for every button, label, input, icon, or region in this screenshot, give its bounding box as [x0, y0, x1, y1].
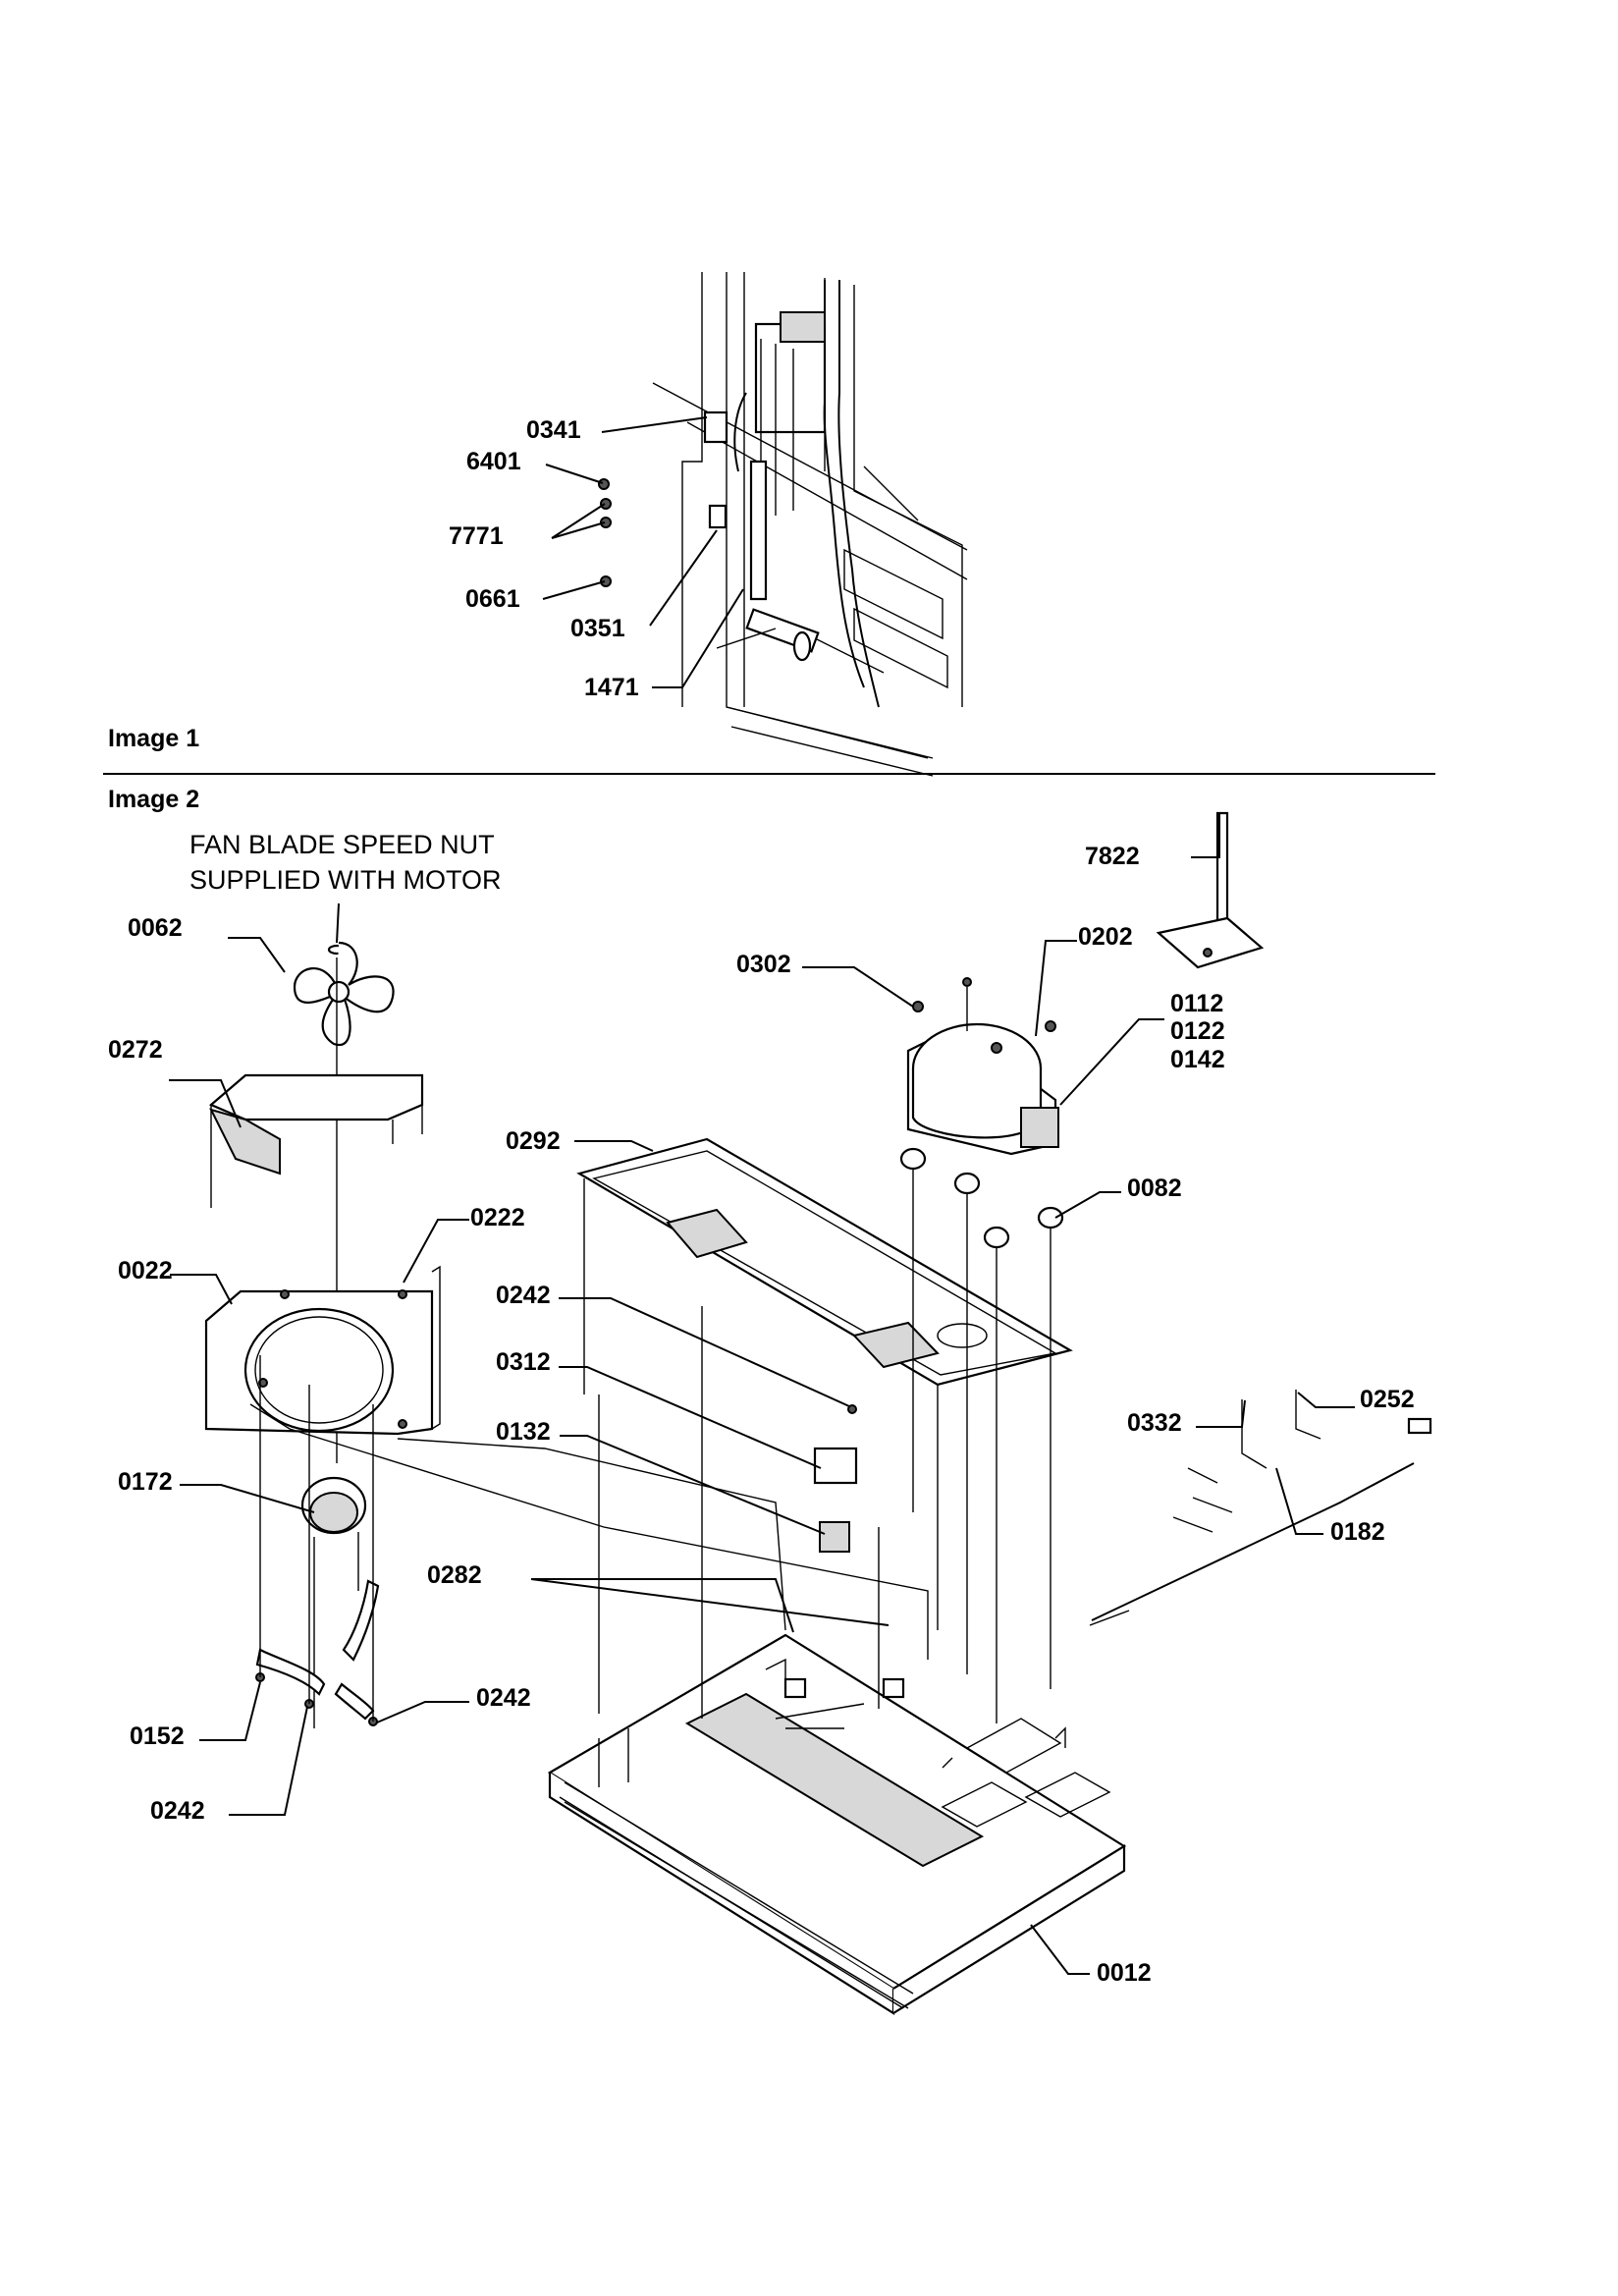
fan-bracket: [204, 1265, 441, 1436]
label-0351: 0351: [570, 615, 625, 642]
label-0242-right: 0242: [476, 1684, 531, 1712]
label-0252: 0252: [1360, 1386, 1415, 1413]
label-0062: 0062: [128, 914, 183, 942]
label-0242-center: 0242: [496, 1282, 551, 1309]
label-0172: 0172: [118, 1468, 173, 1496]
drain-pan: [576, 1137, 1073, 1630]
motor-brackets: [255, 1355, 380, 1726]
label-0152: 0152: [130, 1722, 185, 1750]
label-0202: 0202: [1078, 923, 1133, 951]
label-0242-left: 0242: [150, 1797, 205, 1825]
label-1471: 1471: [584, 674, 639, 701]
compressor: [906, 977, 1059, 1156]
section-title-image2: Image 2: [108, 786, 199, 813]
image1-illustration: [598, 272, 968, 777]
label-0012: 0012: [1097, 1959, 1152, 1987]
label-0332: 0332: [1127, 1409, 1182, 1437]
label-0302: 0302: [736, 951, 791, 978]
note-line-2: SUPPLIED WITH MOTOR: [189, 865, 502, 895]
label-0122: 0122: [1170, 1017, 1225, 1045]
base-pan: [547, 1633, 1127, 2015]
label-0182: 0182: [1330, 1518, 1385, 1546]
shroud-cover: [208, 1073, 424, 1208]
image1-labels: 0341 6401 7771 0661 0351 1471: [449, 416, 639, 701]
label-0282: 0282: [427, 1561, 482, 1589]
wire-harness: [1089, 1390, 1432, 1626]
label-0272: 0272: [108, 1036, 163, 1064]
label-0132: 0132: [496, 1418, 551, 1446]
image1-leaders: [542, 416, 744, 688]
label-0022: 0022: [118, 1257, 173, 1285]
label-0312: 0312: [496, 1348, 551, 1376]
image2-labels: 0062 0272 0222 0022 0172 0152 0242 0242 …: [108, 843, 1415, 1987]
label-7771: 7771: [449, 522, 504, 550]
label-7822: 7822: [1085, 843, 1140, 870]
label-0142: 0142: [1170, 1046, 1225, 1073]
image2-leaders: [169, 814, 1355, 1975]
section-title-image1: Image 1: [108, 725, 199, 752]
label-0661: 0661: [465, 585, 520, 613]
fan-motor: [300, 1476, 367, 1728]
bracket-tie-lines: [249, 1403, 929, 1660]
fan-blade: [293, 941, 395, 1047]
drop-lines: [598, 1306, 880, 1719]
label-6401: 6401: [466, 448, 521, 475]
label-0292: 0292: [506, 1127, 561, 1155]
label-0341: 0341: [526, 416, 581, 444]
relay-components: [813, 1404, 858, 1553]
label-0112: 0112: [1170, 990, 1223, 1017]
note-line-1: FAN BLADE SPEED NUT: [189, 830, 495, 859]
mounting-bracket: [1156, 811, 1265, 969]
label-0082: 0082: [1127, 1175, 1182, 1202]
grommets: [899, 1147, 1064, 1723]
label-0222: 0222: [470, 1204, 525, 1231]
